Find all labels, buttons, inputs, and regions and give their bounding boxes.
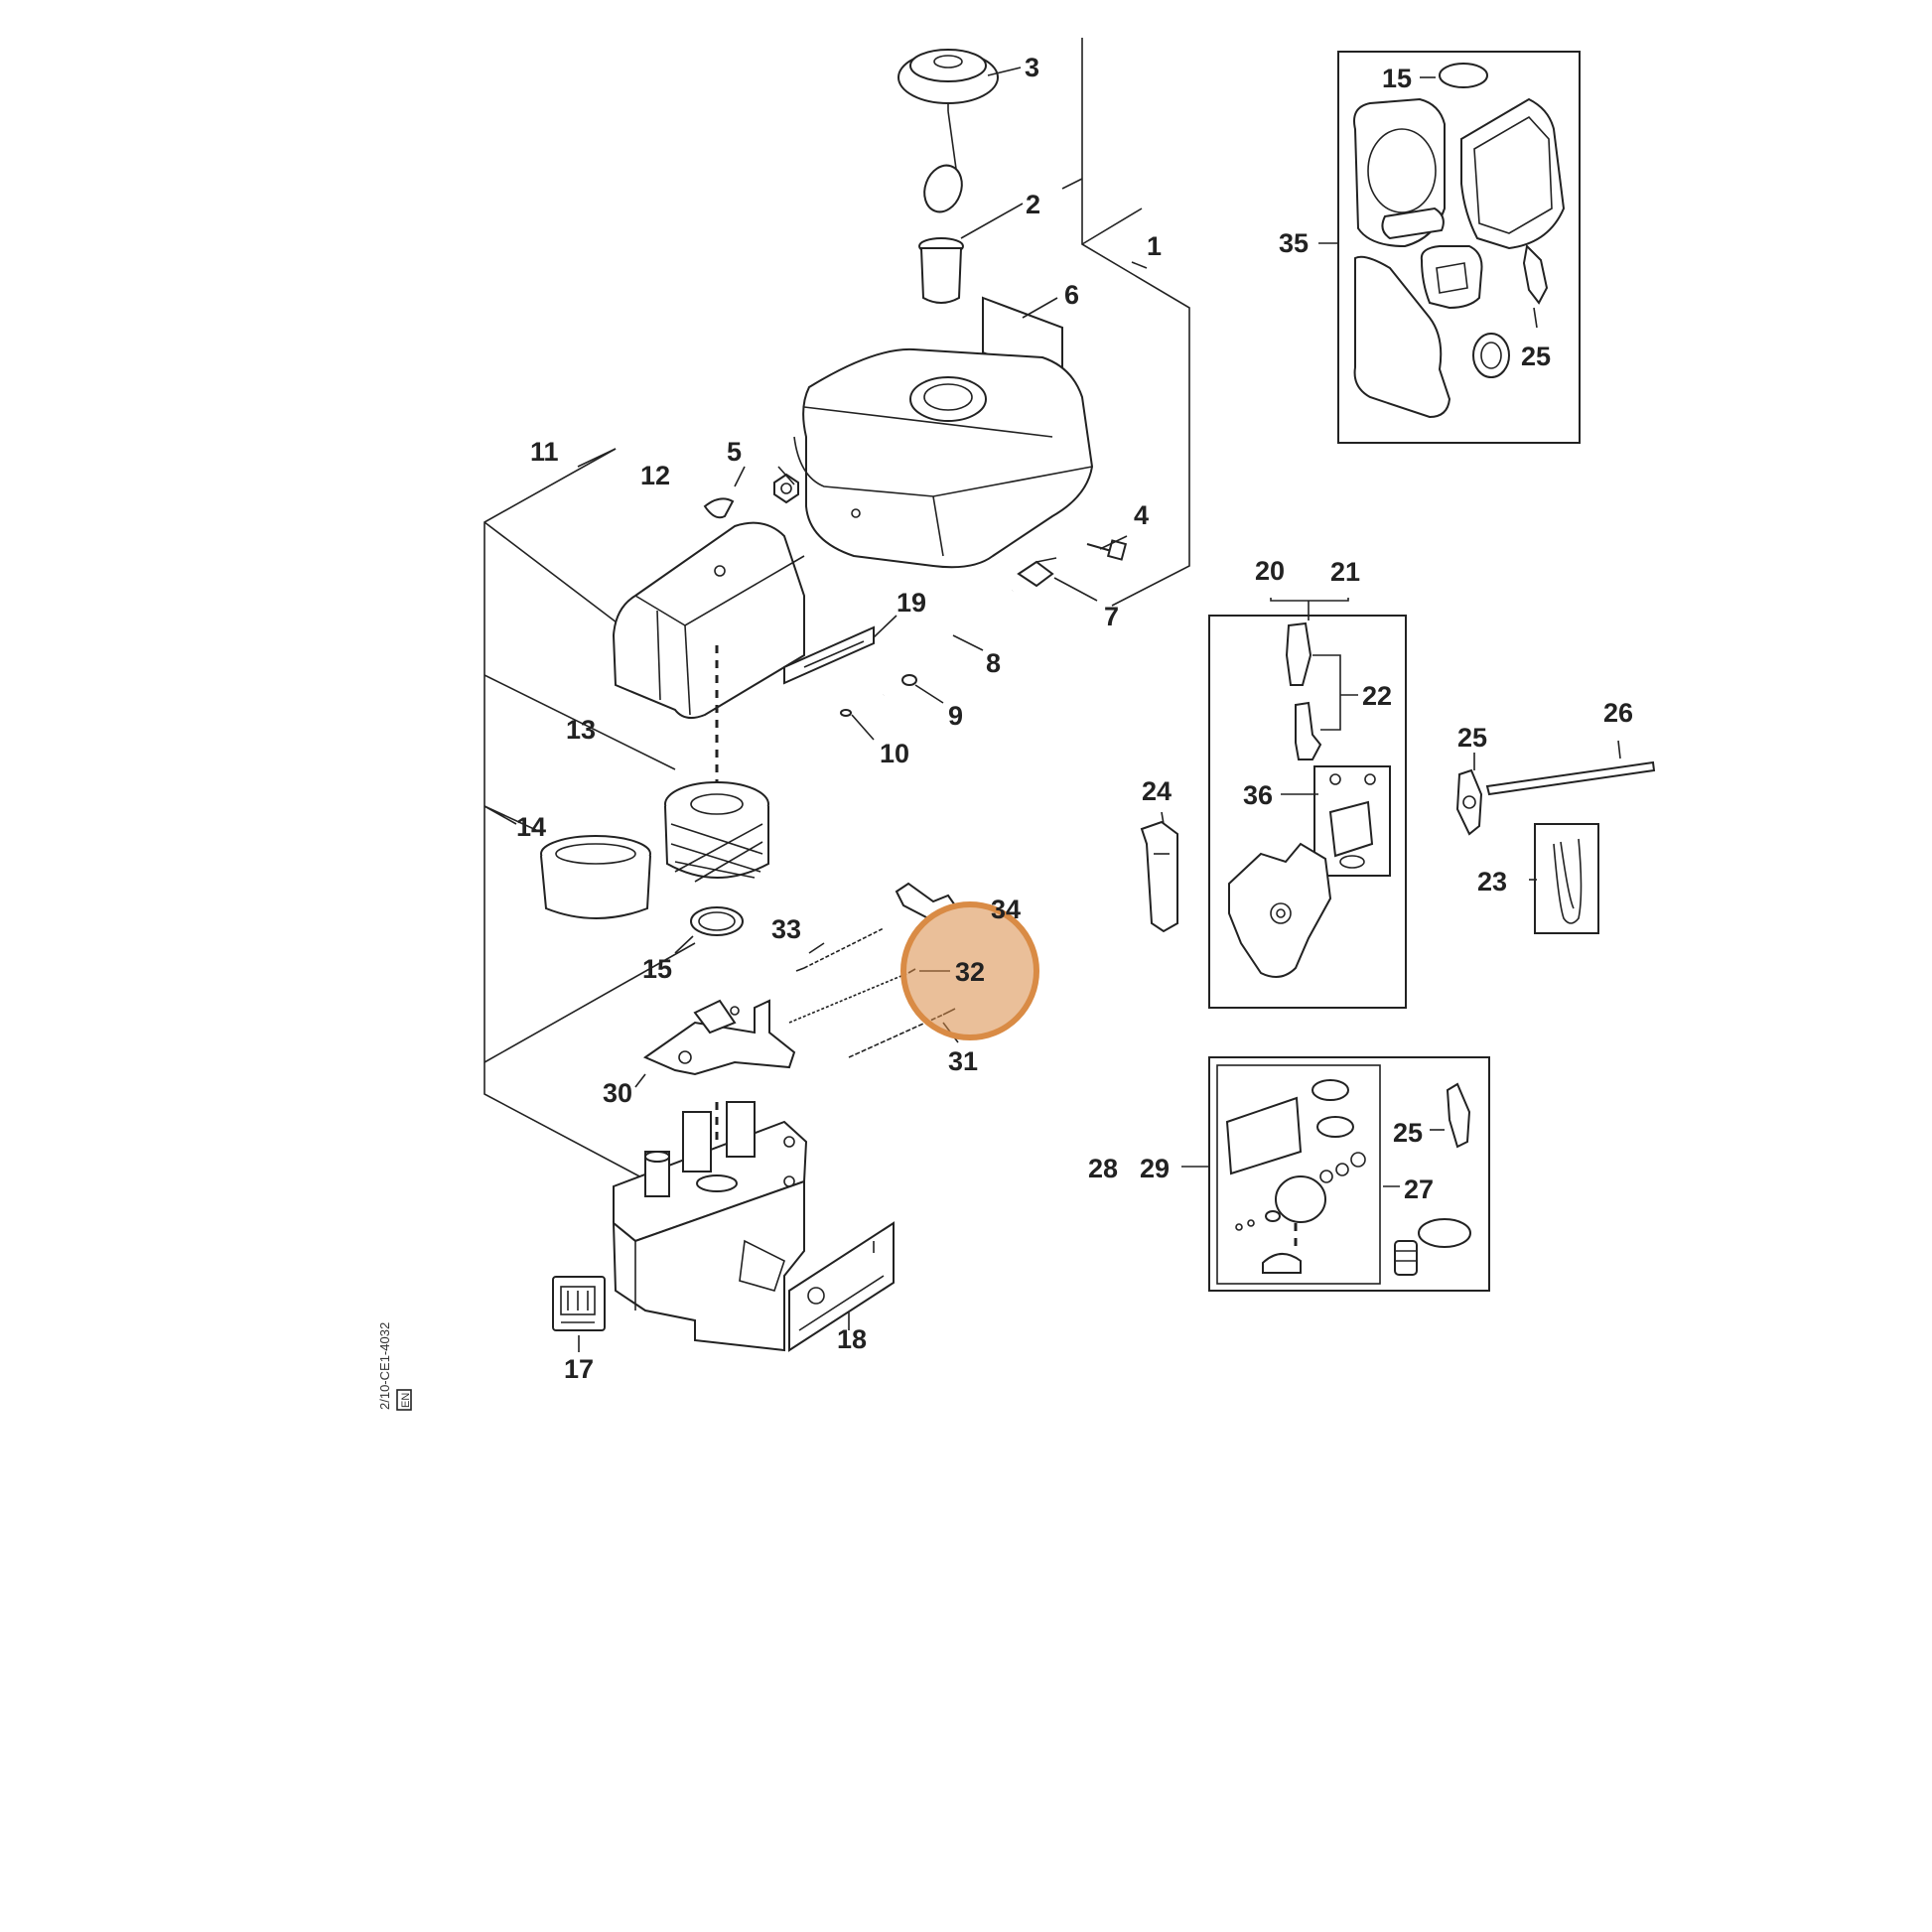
carburetor-gasket[interactable] (1455, 768, 1483, 836)
callout-10[interactable]: 10 (880, 739, 909, 768)
callout-7[interactable]: 7 (1104, 602, 1119, 631)
group-frame-air-filter (483, 448, 696, 1180)
throttle-decal[interactable] (788, 1221, 895, 1352)
hex-nut[interactable] (773, 473, 799, 504)
callout-25-gasket[interactable]: 25 (1521, 342, 1551, 371)
air-filter-cover[interactable] (612, 521, 805, 720)
air-filter-decal[interactable] (783, 625, 875, 685)
callout-27[interactable]: 27 (1404, 1174, 1434, 1204)
hose-clamp[interactable] (901, 674, 917, 686)
carburetor-box[interactable] (1208, 615, 1407, 1009)
callout-4[interactable]: 4 (1134, 500, 1149, 530)
choke-decal[interactable] (552, 1276, 606, 1331)
fuel-hose[interactable] (882, 589, 1014, 696)
callout-15-air-filter[interactable]: 15 (642, 954, 672, 984)
callout-18[interactable]: 18 (837, 1324, 867, 1354)
carburetor-repair-kit-box[interactable] (1208, 1056, 1490, 1292)
callout-3[interactable]: 3 (1025, 53, 1039, 82)
group-frame-fuel-tank (1061, 38, 1190, 607)
callout-31[interactable]: 31 (948, 1046, 978, 1076)
governor-spring[interactable] (795, 927, 885, 972)
drawing-code: 2/10-CE1-4032 (377, 1322, 392, 1410)
callout-34[interactable]: 34 (991, 895, 1021, 924)
drawing-code-lang: EN (400, 1393, 412, 1408)
filter-element[interactable] (664, 781, 769, 883)
throttle-return-spring[interactable] (788, 968, 916, 1024)
fuel-cap[interactable] (897, 49, 999, 170)
callout-30[interactable]: 30 (603, 1078, 632, 1108)
wing-nut[interactable] (703, 497, 735, 519)
throttle-control[interactable] (642, 999, 796, 1076)
callout-20[interactable]: 20 (1255, 556, 1285, 586)
callout-13[interactable]: 13 (566, 715, 596, 745)
callout-23[interactable]: 23 (1477, 867, 1507, 897)
carburetor-stud[interactable] (1485, 760, 1656, 796)
callout-17[interactable]: 17 (564, 1354, 594, 1384)
callout-14[interactable]: 14 (516, 812, 546, 842)
callout-24[interactable]: 24 (1142, 776, 1172, 806)
gasket-set-box[interactable] (1337, 51, 1581, 444)
callout-6[interactable]: 6 (1064, 280, 1079, 310)
callout-25-carburetor[interactable]: 25 (1457, 723, 1487, 753)
callout-28[interactable]: 28 (1088, 1154, 1118, 1183)
callout-8[interactable]: 8 (986, 648, 1001, 678)
callout-25-kit[interactable]: 25 (1393, 1118, 1423, 1148)
fuel-cap-seal-ring[interactable] (918, 160, 968, 216)
air-filter-seal[interactable] (690, 906, 744, 936)
fuel-valve[interactable] (1017, 557, 1057, 588)
callout-21[interactable]: 21 (1330, 557, 1360, 587)
callout-19[interactable]: 19 (897, 588, 926, 618)
fuel-line-box[interactable] (1534, 823, 1599, 934)
engine-block[interactable] (612, 1101, 808, 1352)
callout-26[interactable]: 26 (1603, 698, 1633, 728)
callout-36[interactable]: 36 (1243, 780, 1273, 810)
tank-bolt[interactable] (1086, 539, 1128, 561)
callout-numbers: 3 2 1 6 11 12 5 4 19 7 8 9 10 13 14 15 3… (516, 53, 1633, 1384)
fuel-strainer[interactable] (918, 237, 964, 304)
callout-11[interactable]: 11 (530, 437, 559, 467)
leader-lines (483, 67, 1621, 1352)
callout-15-gasket[interactable]: 15 (1382, 64, 1412, 93)
callout-33[interactable]: 33 (771, 914, 801, 944)
hose-clip[interactable] (840, 709, 852, 717)
highlight-circle (900, 901, 1039, 1040)
callout-35[interactable]: 35 (1279, 228, 1309, 258)
pre-filter[interactable] (540, 835, 651, 919)
choke-rod[interactable] (1140, 820, 1178, 933)
fuel-tank[interactable] (793, 347, 1094, 569)
callout-32[interactable]: 32 (955, 957, 985, 987)
callout-5[interactable]: 5 (727, 437, 742, 467)
callout-29[interactable]: 29 (1140, 1154, 1170, 1183)
drawing-reference: 2/10-CE1-4032 EN (377, 1322, 412, 1411)
callout-9[interactable]: 9 (948, 701, 963, 731)
callout-22[interactable]: 22 (1362, 681, 1392, 711)
callout-1[interactable]: 1 (1147, 231, 1162, 261)
callout-12[interactable]: 12 (640, 461, 670, 490)
callout-2[interactable]: 2 (1026, 190, 1040, 219)
